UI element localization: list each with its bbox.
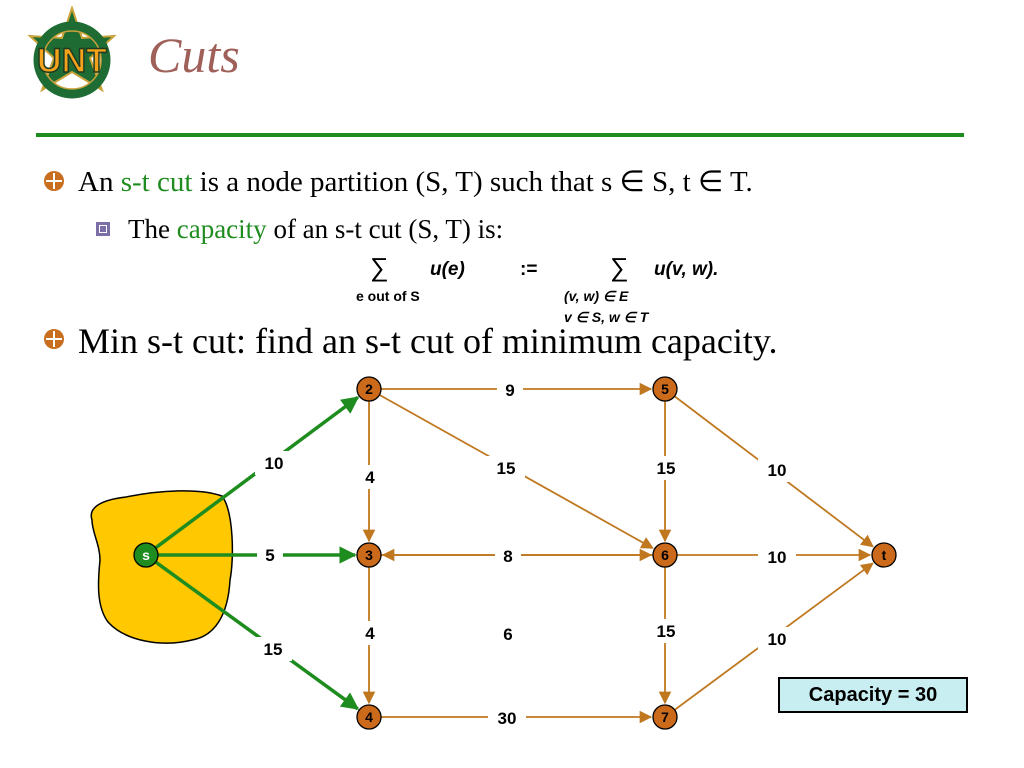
edge-label-bg [647, 456, 685, 480]
capacity-result-box: Capacity = 30 [778, 677, 968, 713]
bullet-min-cut: Min s-t cut: find an s-t cut of minimum … [44, 320, 778, 362]
edge-label-bg [487, 456, 525, 480]
edge-capacity-label: 15 [497, 459, 516, 478]
bullet2-suffix: of an s-t cut (S, T) is: [266, 214, 504, 244]
bullet3-text: Min s-t cut: find an s-t cut of minimum … [78, 321, 778, 361]
formula-left-subscript: e out of S [356, 288, 420, 304]
node-label: 2 [365, 381, 373, 397]
edge-capacity-label: 4 [365, 624, 375, 643]
node-label: 3 [365, 547, 373, 563]
edge-label-bg [255, 451, 293, 475]
edge-label-bg [758, 627, 796, 651]
node-7: 7 [652, 704, 678, 730]
logo-text: UNT [37, 42, 107, 80]
formula-assign: := [520, 259, 538, 280]
node-label: 4 [365, 709, 373, 725]
node-label: 6 [661, 547, 669, 563]
edge-label-bg [495, 622, 521, 646]
sum-symbol-left: ∑ [370, 252, 389, 282]
slide-title: Cuts [148, 27, 240, 83]
edge-capacity-label: 15 [264, 640, 283, 659]
node-circle [356, 704, 382, 730]
edge-label-bg [257, 543, 283, 567]
bullet-icon [44, 171, 64, 192]
node-label: 7 [661, 709, 669, 725]
edge-label-bg [254, 637, 292, 661]
node-s: s [133, 542, 159, 568]
node-circle [652, 542, 678, 568]
node-circle [356, 542, 382, 568]
formula-right-subscript-2: v ∈ S, w ∈ T [564, 309, 649, 325]
node-3: 3 [356, 542, 382, 568]
bullet2-prefix: The [128, 214, 177, 244]
edge-label-bg [497, 378, 523, 402]
node-circle [652, 704, 678, 730]
formula-left-term: u(e) [430, 259, 465, 280]
node-circle [652, 376, 678, 402]
edge-capacity-label: 15 [657, 459, 676, 478]
node-4: 4 [356, 704, 382, 730]
edge-capacity-label: 10 [768, 548, 787, 567]
bullet1-suffix: is a node partition (S, T) such that s ∈… [192, 166, 753, 198]
bullet-icon [44, 328, 64, 349]
edge-label-bg [758, 458, 796, 482]
node-t: t [871, 542, 897, 568]
node-label: s [142, 547, 150, 563]
edge-label-bg [357, 465, 383, 489]
bullet1-prefix: An [78, 166, 121, 198]
sum-symbol-right: ∑ [610, 252, 629, 282]
node-2: 2 [356, 376, 382, 402]
edge-capacity-label: 15 [657, 622, 676, 641]
unt-logo: UNT [27, 6, 117, 99]
node-label: 5 [661, 381, 669, 397]
edge-capacity-label: 10 [265, 454, 284, 473]
node-label: t [882, 547, 887, 563]
term-capacity: capacity [176, 214, 267, 244]
edge-s-4 [154, 560, 360, 711]
edge-capacity-label: 6 [503, 625, 512, 644]
edge-label-bg [495, 544, 521, 568]
edge-capacity-label: 10 [768, 461, 787, 480]
subbullet-capacity: The capacity of an s-t cut (S, T) is: [96, 214, 503, 245]
node-circle [356, 376, 382, 402]
node-5: 5 [652, 376, 678, 402]
node-6: 6 [652, 542, 678, 568]
title-divider [36, 133, 964, 137]
formula-right-term: u(v, w). [654, 259, 719, 280]
term-st-cut: s-t cut [120, 166, 193, 198]
edge-capacity-label: 9 [505, 381, 514, 400]
node-circle [133, 542, 159, 568]
edge-label-bg [488, 706, 526, 730]
node-circle [871, 542, 897, 568]
edge-capacity-label: 30 [498, 709, 517, 728]
subbullet-icon [96, 221, 110, 236]
edge-label-bg [758, 545, 796, 569]
edge-capacity-label: 5 [265, 546, 274, 565]
edge-label-bg [357, 621, 383, 645]
formula-right-subscript-1: (v, w) ∈ E [564, 288, 629, 304]
capacity-formula: ∑ u(e) e out of S := ∑ u(v, w). (v, w) ∈… [340, 252, 780, 332]
edge-capacity-label: 8 [503, 547, 512, 566]
edge-capacity-label: 10 [768, 630, 787, 649]
edge-capacity-label: 4 [365, 468, 375, 487]
edge-label-bg [647, 619, 685, 643]
bullet-st-cut: An s-t cut is a node partition (S, T) su… [44, 164, 753, 199]
